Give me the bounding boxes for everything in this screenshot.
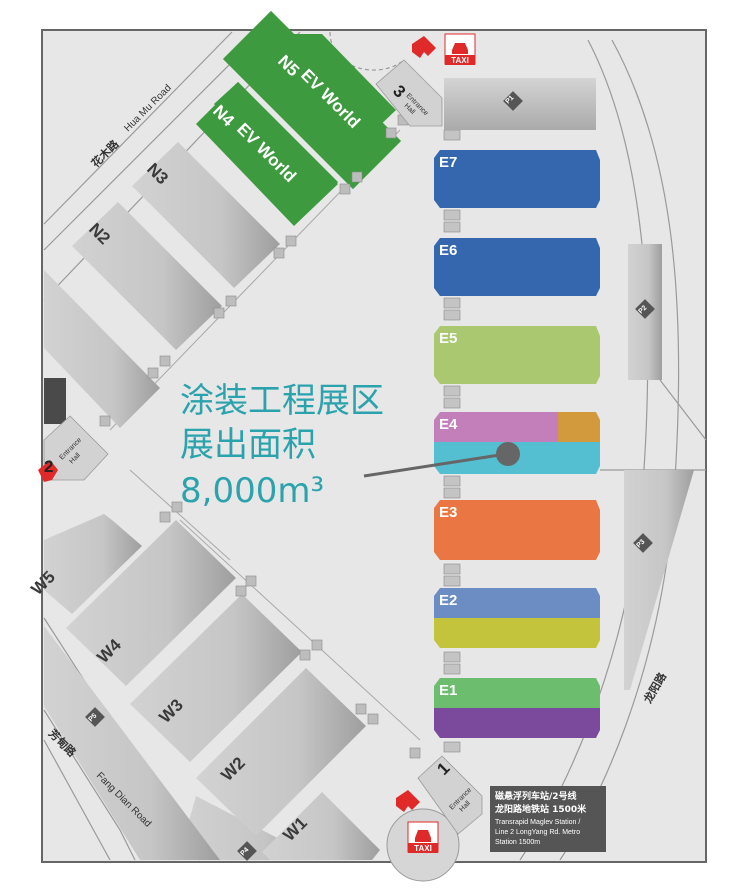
taxi-bottom[interactable]: TAXI: [396, 790, 439, 853]
parking-p3[interactable]: P3: [624, 470, 694, 690]
hall-e6[interactable]: E6: [434, 238, 600, 296]
parking-p4-label: P4: [239, 846, 250, 857]
plaza-arc: [329, 31, 405, 71]
taxi-bottom-arrow: [396, 790, 420, 812]
parking-p2[interactable]: P2: [628, 244, 662, 380]
entrance-hall-2[interactable]: 2 Entrance Hall: [38, 415, 109, 482]
hall-e2[interactable]: E2: [434, 588, 600, 648]
hall-e7-label: E7: [439, 154, 457, 171]
parking-p1-label: P1: [504, 94, 515, 105]
callout-subtitle: 展出面积: [180, 425, 316, 465]
parking-p5-label: P5: [87, 712, 98, 723]
hall-e6-label: E6: [439, 242, 457, 259]
callout: 涂装工程展区 展出面积 8,000m³: [180, 381, 520, 511]
entrance-hall-3[interactable]: 3 Entrance Hall: [375, 59, 443, 127]
hall-n1-dark: [44, 378, 66, 424]
taxi-bottom-label: TAXI: [414, 844, 432, 853]
hall-e2-label: E2: [439, 592, 457, 609]
hall-w5-shape[interactable]: [44, 514, 142, 614]
hall-e7[interactable]: E7: [434, 150, 600, 208]
callout-title: 涂装工程展区: [180, 381, 384, 421]
hall-n1-shape[interactable]: [44, 270, 160, 428]
hall-e3[interactable]: E3: [434, 500, 600, 560]
east-halls: E7 E6 E5 E4 E3 E2: [434, 129, 600, 753]
callout-marker: [496, 442, 520, 466]
hall-e1-label: E1: [439, 682, 457, 699]
hall-e4[interactable]: E4: [434, 412, 600, 474]
hall-e4-label: E4: [439, 416, 458, 433]
parking-p2-label: P2: [637, 304, 648, 315]
hall-w2-shape[interactable]: [196, 668, 366, 836]
hall-w3-shape[interactable]: [130, 594, 302, 762]
north-halls: N5 EV World N4 EV World N3 N2: [44, 10, 409, 428]
hall-n5-shape[interactable]: [256, 34, 396, 152]
metro-line2: 龙阳路地铁站 1500米: [494, 803, 587, 815]
metro-info: 磁悬浮列车站/2号线 龙阳路地铁站 1500米 Transrapid Magle…: [490, 786, 606, 852]
taxi-top-label: TAXI: [451, 56, 469, 65]
hall-n2-shape[interactable]: [72, 202, 222, 350]
entrance-hall-1[interactable]: 1 Entrance Hall: [417, 755, 483, 835]
hall-w1-shape[interactable]: [262, 792, 380, 860]
hall-n3-shape[interactable]: [132, 142, 280, 288]
metro-line4: Line 2 LongYang Rd. Metro: [495, 829, 580, 836]
taxi-top-car-icon: [452, 43, 468, 54]
hall-e5[interactable]: E5: [434, 326, 600, 384]
hall-w4-shape[interactable]: [66, 520, 236, 686]
callout-area: 8,000m³: [180, 471, 324, 511]
metro-line1: 磁悬浮列车站/2号线: [495, 790, 577, 802]
entrance-2-number: 2: [44, 457, 53, 476]
taxi-top[interactable]: TAXI: [412, 33, 476, 65]
metro-line5: Station 1500m: [495, 839, 540, 846]
hall-e5-label: E5: [439, 330, 457, 347]
parking-p1[interactable]: P1: [444, 78, 596, 130]
hall-e1[interactable]: E1: [434, 678, 600, 738]
entrance-2-arrow: [38, 460, 58, 482]
metro-line3: Transrapid Maglev Station /: [495, 819, 580, 826]
parking-p5[interactable]: P5: [44, 626, 220, 860]
parking-p3-label: P3: [635, 538, 646, 549]
hall-e3-label: E3: [439, 504, 457, 521]
callout-leader: [363, 452, 507, 478]
taxi-top-arrow: [412, 36, 436, 58]
hall-n4-body[interactable]: [196, 82, 338, 226]
taxi-bottom-car-icon: [415, 830, 431, 842]
